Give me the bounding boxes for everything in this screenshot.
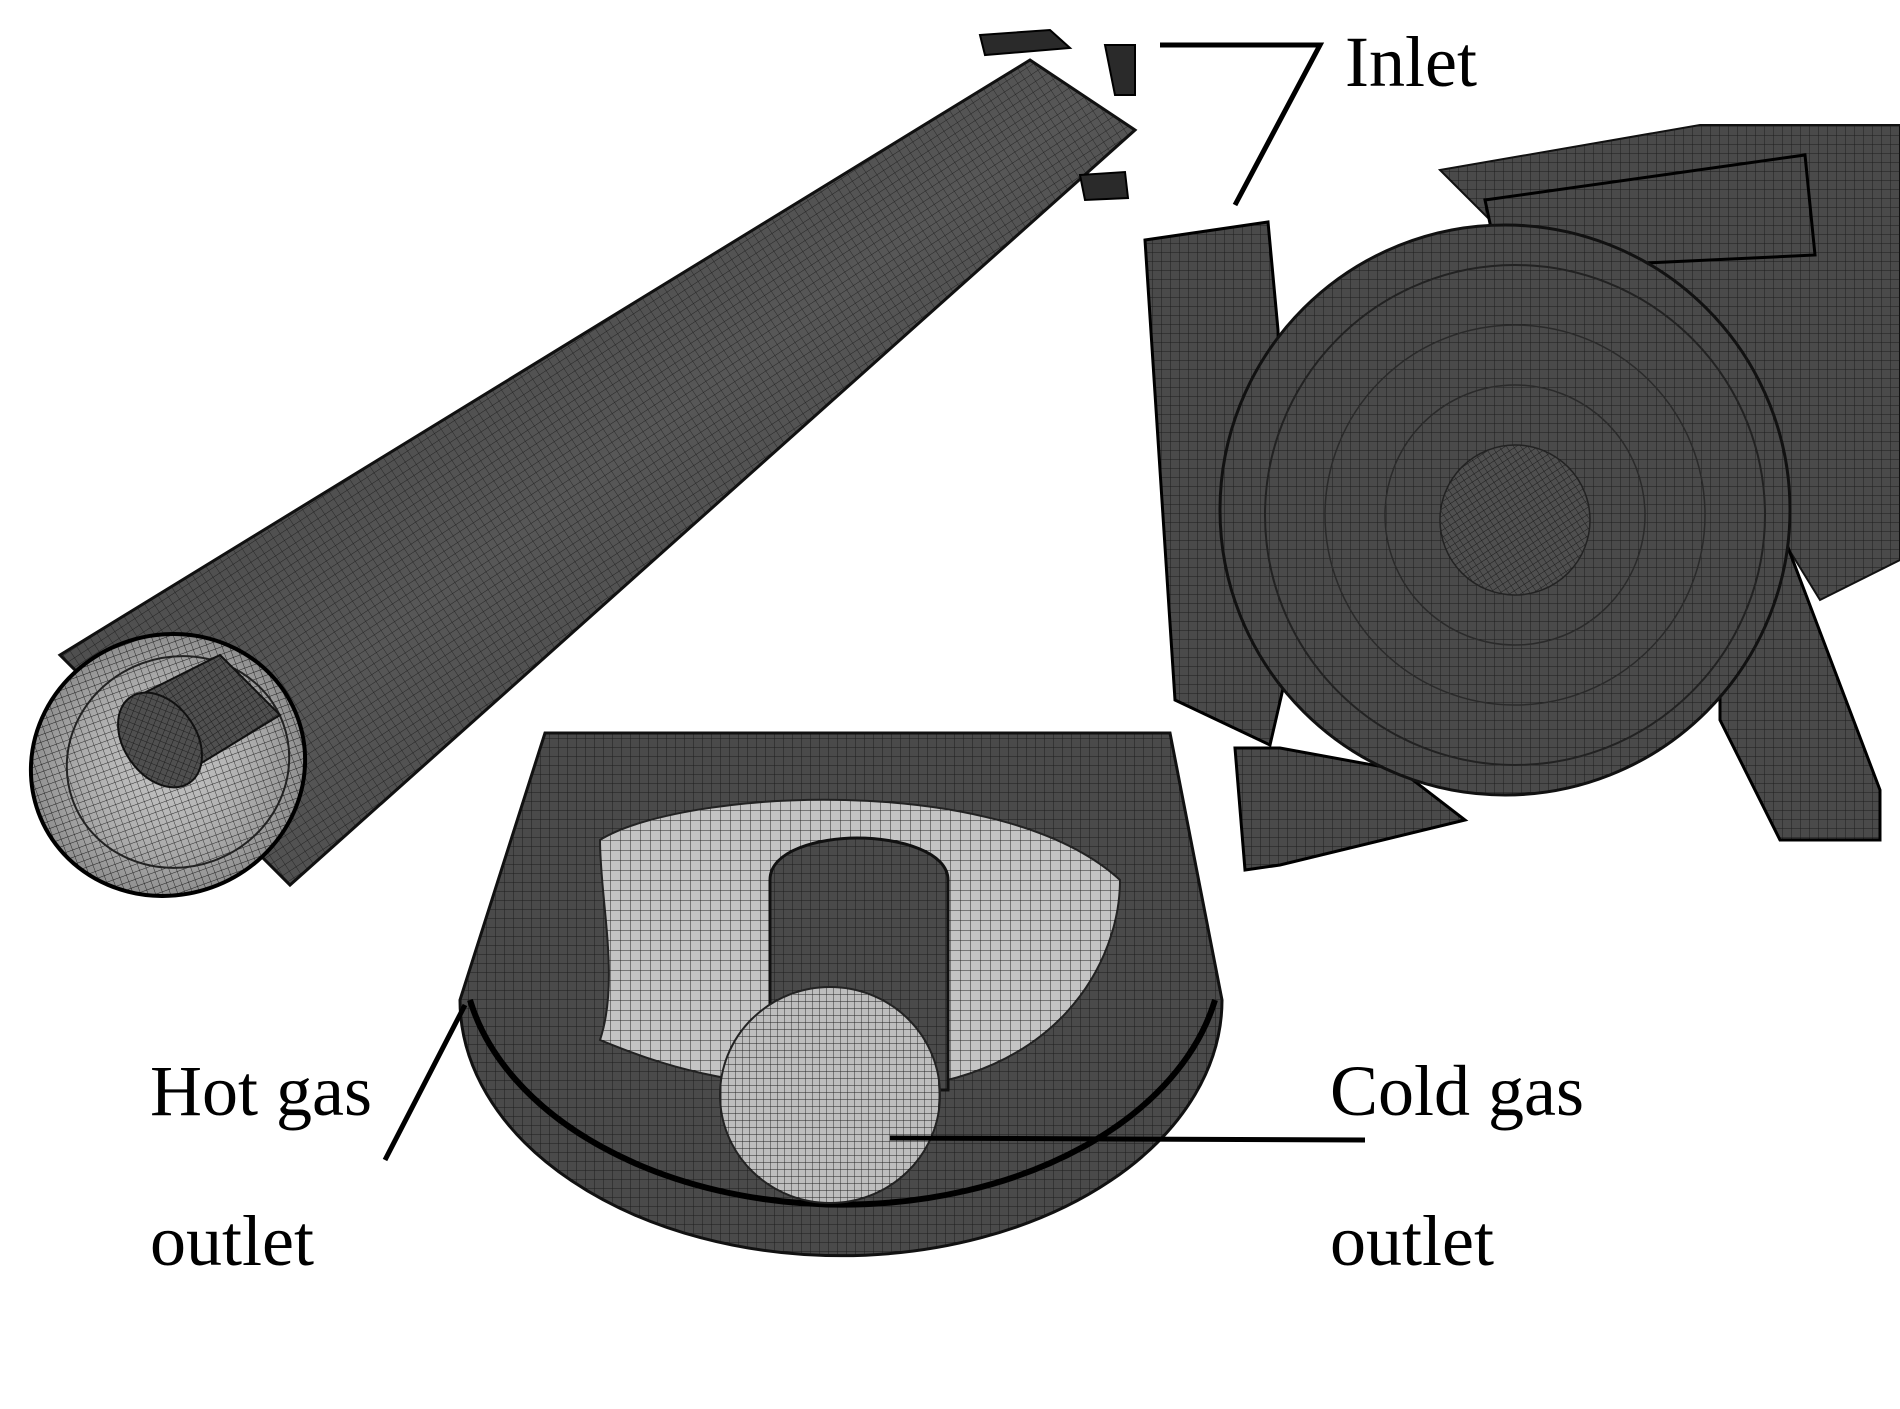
hot-gas-label-line2: outlet (150, 1201, 314, 1281)
tube-inner-pipe (117, 653, 282, 789)
cold-gas-label-line1: Cold gas (1330, 1051, 1585, 1131)
leader-lines (382, 42, 1366, 1162)
full-tube-view (28, 28, 1138, 898)
cold-gas-leader (889, 1135, 1366, 1143)
outlet-cold-face (719, 986, 941, 1204)
hot-gas-label-line1: Hot gas (150, 1051, 372, 1131)
cold-gas-label-line2: outlet (1330, 1201, 1494, 1281)
inlet-view (1143, 124, 1900, 872)
outlet-view (458, 731, 1224, 1258)
hot-gas-leader (382, 1003, 468, 1162)
inlet-label: Inlet (1345, 22, 1477, 102)
tube-inlet-vanes (978, 28, 1136, 202)
inlet-leader (1160, 42, 1325, 207)
